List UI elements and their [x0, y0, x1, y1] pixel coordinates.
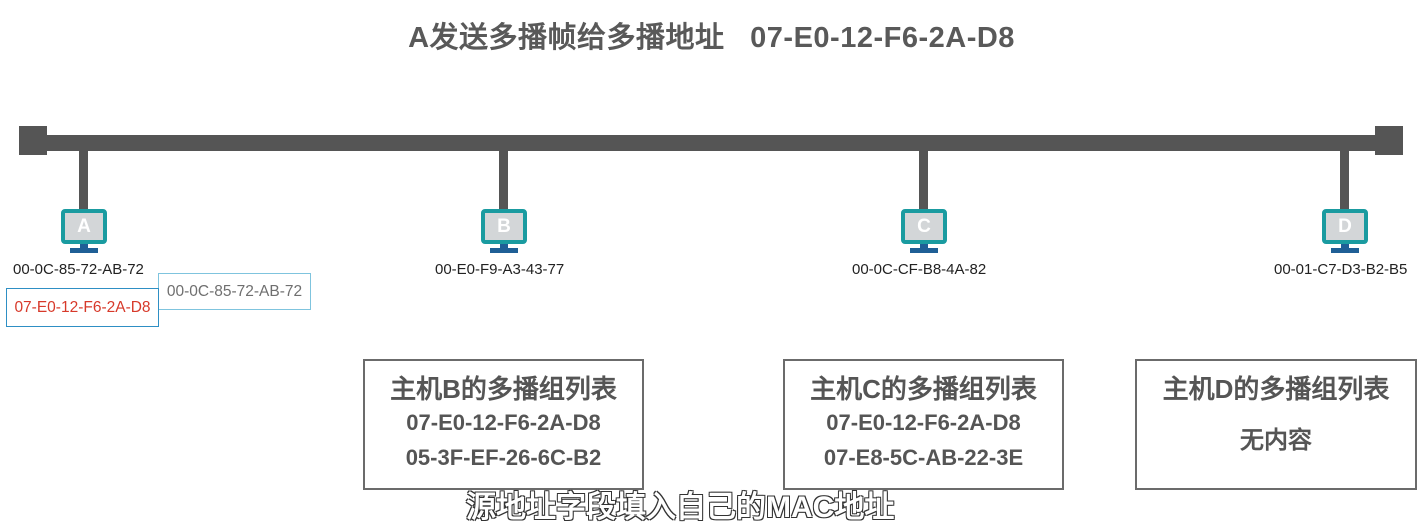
- computer-icon: D: [1322, 209, 1368, 244]
- host-d: D: [1322, 209, 1368, 253]
- monitor-base: [70, 248, 98, 253]
- host-c: C: [901, 209, 947, 253]
- drop-line-a: [79, 148, 88, 212]
- host-a-mac: 00-0C-85-72-AB-72: [13, 261, 144, 278]
- monitor-neck: [1341, 244, 1349, 248]
- right-terminator: [1375, 126, 1403, 155]
- multicast-group-list-b: 主机B的多播组列表 07-E0-12-F6-2A-D8 05-3F-EF-26-…: [363, 359, 644, 490]
- ethernet-bus: [30, 135, 1395, 151]
- host-label: D: [1338, 216, 1352, 237]
- monitor-neck: [80, 244, 88, 248]
- host-c-mac: 00-0C-CF-B8-4A-82: [852, 261, 987, 278]
- group-list-item: 07-E0-12-F6-2A-D8: [406, 410, 601, 435]
- host-label: A: [77, 216, 91, 237]
- drop-line-d: [1340, 148, 1349, 212]
- video-subtitle: 源地址字段填入自己的MAC地址: [466, 491, 895, 524]
- monitor-base: [910, 248, 938, 253]
- group-list-item: 07-E8-5C-AB-22-3E: [823, 445, 1024, 470]
- group-list-item: 07-E0-12-F6-2A-D8: [826, 410, 1021, 435]
- host-a: A: [61, 209, 107, 253]
- drop-line-b: [499, 148, 508, 212]
- host-b: B: [481, 209, 527, 253]
- frame-source-address: 00-0C-85-72-AB-72: [158, 273, 311, 310]
- multicast-group-list-d: 主机D的多播组列表 无内容: [1135, 359, 1417, 490]
- computer-icon: B: [481, 209, 527, 244]
- group-list-item: 05-3F-EF-26-6C-B2: [405, 445, 602, 470]
- host-label: C: [917, 216, 931, 237]
- drop-line-c: [919, 148, 928, 212]
- computer-icon: C: [901, 209, 947, 244]
- group-list-title: 主机B的多播组列表: [390, 374, 617, 404]
- group-list-empty: 无内容: [1240, 427, 1312, 454]
- diagram-title: A发送多播帧给多播地址 07-E0-12-F6-2A-D8: [408, 22, 1015, 54]
- left-terminator: [19, 126, 47, 155]
- frame-destination-address: 07-E0-12-F6-2A-D8: [6, 288, 159, 327]
- group-list-title: 主机D的多播组列表: [1162, 374, 1390, 404]
- monitor-base: [490, 248, 518, 253]
- host-b-mac: 00-E0-F9-A3-43-77: [435, 261, 565, 278]
- computer-icon: A: [61, 209, 107, 244]
- multicast-group-list-c: 主机C的多播组列表 07-E0-12-F6-2A-D8 07-E8-5C-AB-…: [783, 359, 1064, 490]
- monitor-base: [1331, 248, 1359, 253]
- host-d-mac: 00-01-C7-D3-B2-B5: [1274, 261, 1408, 278]
- group-list-title: 主机C的多播组列表: [810, 374, 1037, 404]
- host-label: B: [497, 216, 511, 237]
- monitor-neck: [500, 244, 508, 248]
- monitor-neck: [920, 244, 928, 248]
